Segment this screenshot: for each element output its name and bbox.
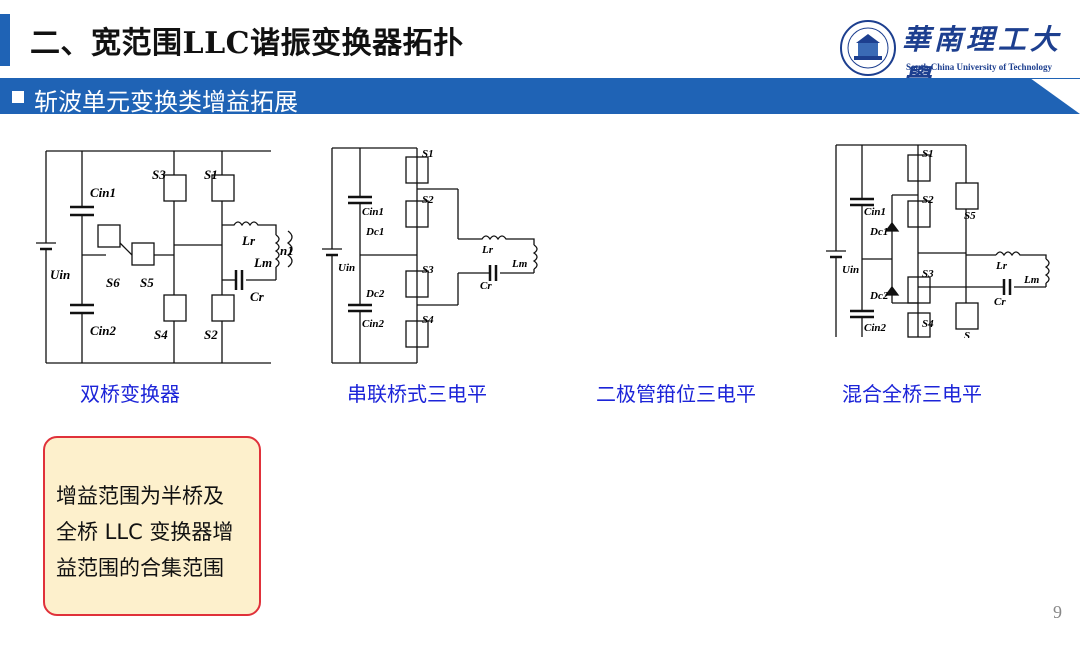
- label-dc1: Dc1: [365, 226, 384, 238]
- label-s2: S2: [422, 194, 434, 206]
- label-cin2: Cin2: [362, 318, 385, 330]
- label-cin2: Cin2: [90, 323, 117, 338]
- label-cr: Cr: [994, 296, 1006, 308]
- banner-bullet-icon: [12, 91, 24, 103]
- label-lr: Lr: [995, 260, 1008, 272]
- label-s3: S3: [152, 167, 166, 182]
- caption-dual-bridge: 双桥变换器: [80, 382, 180, 406]
- circuit-hybrid-full-bridge: S1 S2 S5 Cin1 Dc1 Uin S3 Dc2 Cin2 S4 S L…: [826, 144, 1050, 338]
- section-heading: 斩波单元变换类增益拓展: [34, 88, 298, 116]
- label-s1: S1: [204, 167, 218, 182]
- label-uin: Uin: [50, 267, 70, 282]
- label-s5: S5: [140, 275, 154, 290]
- label-s2: S2: [204, 327, 218, 342]
- caption-diode-clamped: 二极管箝位三电平: [596, 382, 756, 406]
- note-callout: [43, 436, 261, 616]
- label-cr: Cr: [480, 280, 492, 292]
- label-lm: Lm: [511, 258, 528, 270]
- label-s3: S3: [422, 264, 434, 276]
- label-s2: S2: [922, 194, 934, 206]
- label-s3: S3: [922, 268, 934, 280]
- note-line: 增益范围为半桥及: [56, 484, 224, 508]
- label-lm: Lm: [253, 255, 272, 270]
- label-s4: S4: [922, 318, 934, 330]
- label-lr: Lr: [241, 233, 256, 248]
- note-text: 增益范围为半桥及 全桥 LLC 变换器增 益范围的合集范围: [56, 478, 256, 586]
- circuit-dual-bridge: Cin1 Cin2 Uin S3 S1 S6 S5 S4 S2 Lr Lm n1…: [36, 150, 294, 364]
- label-dc2: Dc2: [365, 288, 385, 300]
- label-cr: Cr: [250, 289, 265, 304]
- label-s4: S4: [154, 327, 168, 342]
- label-dc1: Dc1: [869, 226, 888, 238]
- label-lm: Lm: [1023, 274, 1040, 286]
- label-s4: S4: [422, 314, 434, 326]
- label-uin: Uin: [338, 262, 355, 274]
- label-lr: Lr: [481, 244, 494, 256]
- circuit-series-bridge: S1 S2 S3 S4 Cin1 Dc1 Uin Dc2 Cin2 Lr Lm …: [322, 147, 538, 364]
- label-cin1: Cin1: [362, 206, 384, 218]
- label-dc2: Dc2: [869, 290, 889, 302]
- label-cin1: Cin1: [90, 185, 116, 200]
- label-s1: S1: [922, 148, 934, 160]
- caption-hybrid-full-bridge: 混合全桥三电平: [842, 382, 982, 406]
- label-cin1: Cin1: [864, 206, 886, 218]
- university-name-en: South China University of Technology: [906, 62, 1053, 72]
- caption-series-bridge: 串联桥式三电平: [347, 382, 487, 406]
- label-cin2: Cin2: [864, 322, 887, 334]
- page-number: 9: [1053, 602, 1062, 622]
- label-s6: S: [964, 330, 970, 338]
- page-title: 二、宽范围LLC谐振变换器拓扑: [30, 26, 464, 61]
- section-banner: [0, 78, 1080, 114]
- label-s6: S6: [106, 275, 120, 290]
- label-s1: S1: [422, 148, 434, 160]
- label-uin: Uin: [842, 264, 859, 276]
- note-line: 益范围的合集范围: [56, 556, 224, 580]
- label-s5: S5: [964, 210, 976, 222]
- university-emblem-icon: [840, 20, 896, 76]
- note-line: 全桥 LLC 变换器增: [56, 520, 234, 544]
- label-n1: n1: [280, 243, 294, 258]
- title-accent-bar: [0, 14, 10, 66]
